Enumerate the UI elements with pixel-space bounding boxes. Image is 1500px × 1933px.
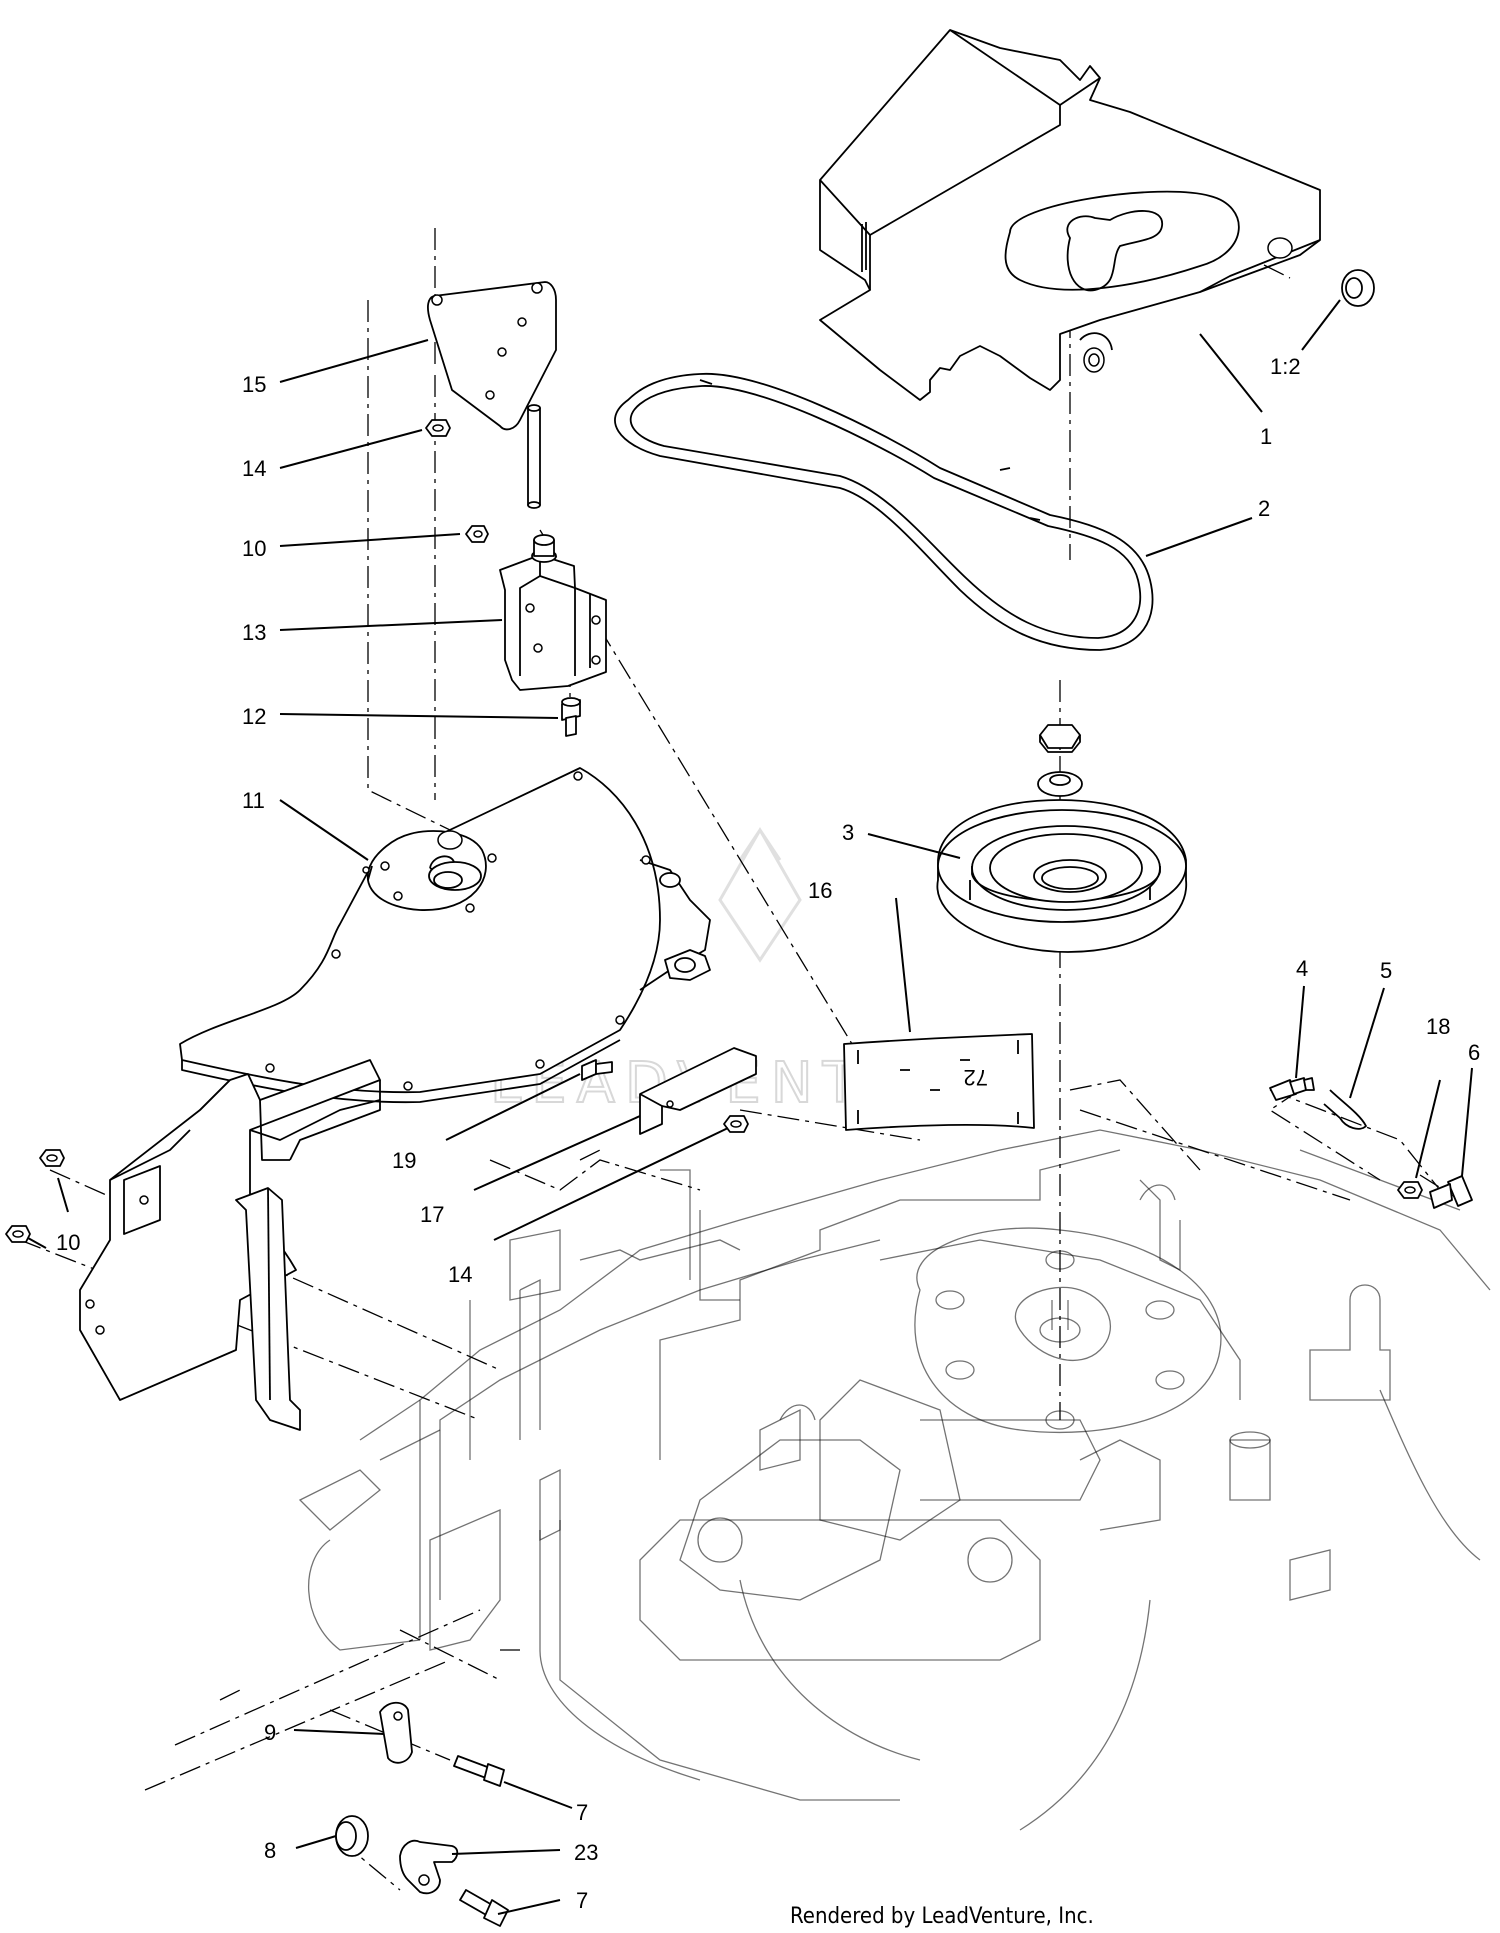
footer-credit: Rendered by LeadVenture, Inc. [790,1904,1094,1929]
leader-lines [27,299,1473,1915]
part-2-drive-belt [614,373,1154,651]
callout-8: 8 [264,1838,276,1863]
callout-6: 6 [1468,1040,1480,1065]
part-8-spacer [335,1815,369,1857]
callout-2: 2 [1258,496,1270,521]
callout-18: 18 [1426,1014,1450,1039]
part-14-nut-center [723,1115,749,1133]
callout-10-left: 10 [56,1230,80,1255]
callout-14-top: 14 [242,456,266,481]
part-17-bracket [639,1047,757,1135]
part-23-lever [399,1839,459,1895]
part-3-pulley [936,724,1187,953]
callout-23: 23 [574,1840,598,1865]
part-7-bolt-upper [453,1755,505,1787]
callout-5: 5 [1380,958,1392,983]
part-1-2-washer [1341,269,1375,307]
part-1-belt-cover [819,29,1321,401]
callout-7-lower: 7 [576,1888,588,1913]
callout-16: 16 [808,878,832,903]
callout-15: 15 [242,372,266,397]
callout-14-center: 14 [448,1262,472,1287]
callout-3: 3 [842,820,854,845]
callout-1-2: 1:2 [1270,354,1301,379]
decal-text: 72 [964,1065,988,1090]
callout-4: 4 [1296,956,1308,981]
callout-19: 19 [392,1148,416,1173]
callout-12: 12 [242,704,266,729]
part-18-nut [1397,1181,1423,1199]
callout-1: 1 [1260,424,1272,449]
part-5-hair-pin [1323,1089,1367,1130]
callout-17: 17 [420,1202,444,1227]
callout-13: 13 [242,620,266,645]
part-10-nut-top [465,525,489,543]
part-7-bolt-lower [459,1889,509,1927]
part-11-shield-plate [179,767,711,1104]
part-6-bolt [1429,1175,1473,1209]
part-19-bolt [581,1059,613,1081]
callout-10-top: 10 [242,536,266,561]
part-12-bolt [561,697,581,737]
part-9-plate [379,1701,413,1764]
part-4-clevis-pin [1269,1077,1315,1101]
part-10-nut-left-a [39,1149,65,1167]
part-13-pivot-bracket [499,534,607,691]
callout-7-upper: 7 [576,1800,588,1825]
part-10-nut-left-b [5,1225,31,1243]
callout-11: 11 [242,788,265,813]
mower-deck-ghost [298,1129,1491,1831]
callout-labels: 1 1:2 2 3 4 5 6 7 7 8 9 10 10 11 12 13 1… [56,354,1480,1913]
left-frame-bracket [79,1059,381,1431]
callout-9: 9 [264,1720,276,1745]
part-14-nut-top [425,419,451,437]
part-15-idler-arm [427,281,557,509]
part-16-decal: 72 [843,1033,1035,1131]
